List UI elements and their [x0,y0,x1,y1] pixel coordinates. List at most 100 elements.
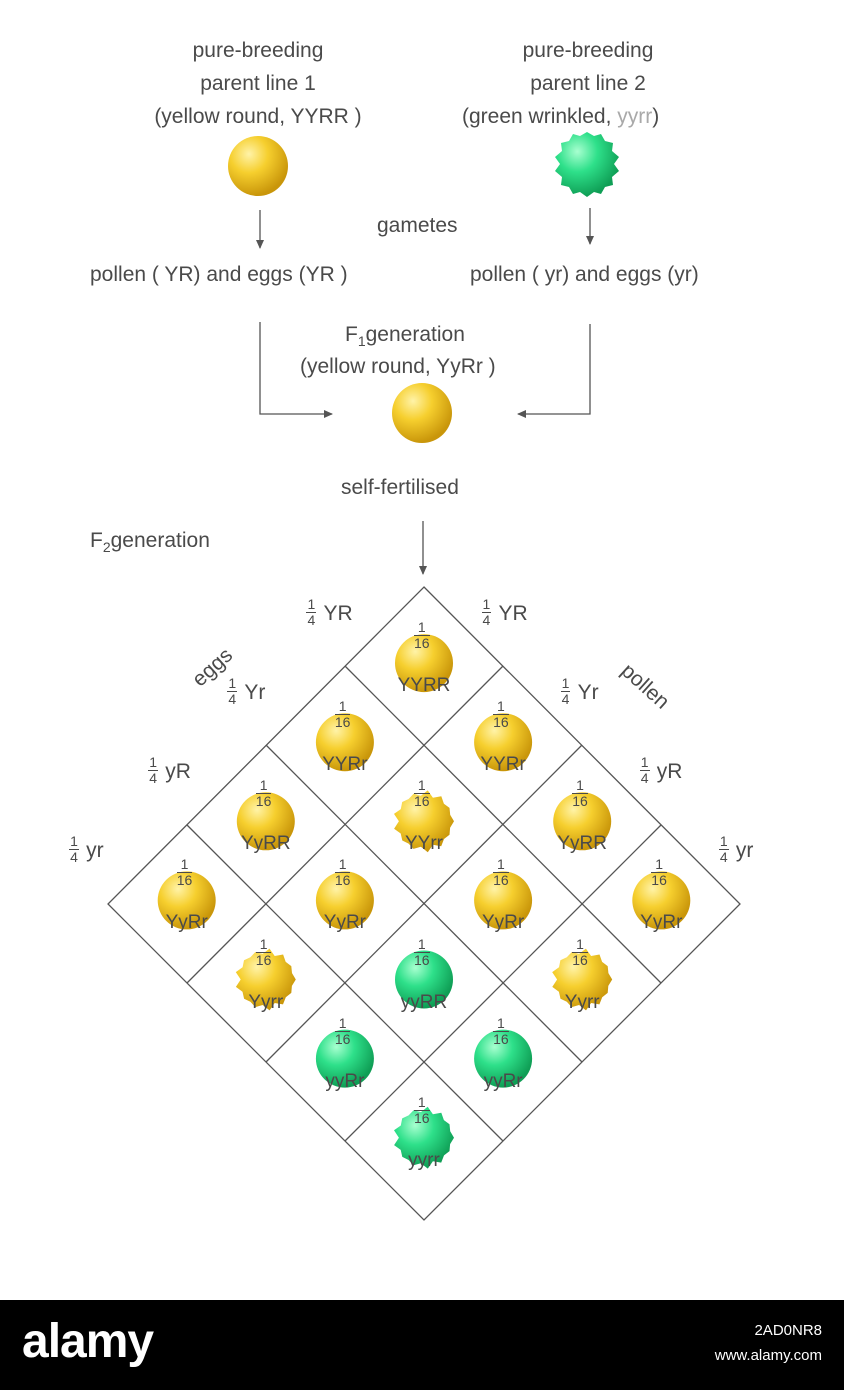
parent2-phenotype: (green wrinkled, yyrr) [462,104,659,130]
gametes-parent1: pollen ( YR) and eggs (YR ) [90,263,348,286]
cell-genotype-0-2: YyRR [557,833,607,855]
cell-genotype-3-1: Yyrr [248,991,284,1013]
cell-genotype-1-1: YYrr [405,833,443,855]
pea-Yyrr-1-3 [552,948,613,1011]
cell-genotype-0-3: YyRr [640,912,683,934]
cell-fraction-1-3-numerator: 1 [572,936,588,953]
cell-genotype-3-3: yyrr [408,1149,440,1171]
cell-fraction-3-0-numerator: 1 [176,857,193,874]
f1-prefix: F [345,323,358,346]
pollen-gamete-2-fraction-denominator: 4 [640,769,649,786]
f2-label: generation [110,529,210,552]
egg-gamete-1-fraction-numerator: 1 [227,674,238,692]
f1-label: generation [365,323,465,346]
parent1-title-1: pure-breeding [192,39,324,62]
cell-genotype-3-0: YyRr [165,912,208,934]
parent2-pea-green-wrinkled [555,132,619,197]
parent2-title-2: parent line 2 [530,72,646,95]
cell-fraction-0-1-numerator: 1 [493,699,509,716]
cell-fraction-3-3-numerator: 1 [414,1094,430,1111]
cell-genotype-2-3: yyRr [483,1070,523,1092]
cell-genotype-2-0: YyRR [240,833,291,855]
parent1-title-2: parent line 1 [200,72,316,95]
pollen-gamete-1-fraction-denominator: 4 [561,690,570,707]
pea-YYrr-1-1 [394,790,454,853]
cell-fraction-3-1-denominator: 16 [255,951,272,968]
cell-fraction-1-1-denominator: 16 [414,793,430,810]
cell-fraction-1-1-numerator: 1 [414,778,430,795]
punnett-grid [107,586,741,1221]
cell-fraction-1-0-denominator: 16 [334,714,351,731]
f1-phenotype: (yellow round, YyRr ) [300,355,496,378]
pea-YyRr-3-0 [157,871,216,930]
diagram-graphics [107,132,741,1221]
pollen-gamete-2-gamete: yR [656,759,683,783]
egg-gamete-0-gamete: YR [323,601,353,625]
egg-gamete-2-fraction-denominator: 4 [149,769,158,786]
f2-subscript: 2 [102,539,111,556]
cell-fraction-1-0-numerator: 1 [334,699,351,716]
cell-fraction-0-1-denominator: 16 [493,714,509,731]
cell-fraction-0-0-numerator: 1 [414,620,430,637]
cell-fraction-2-2-numerator: 1 [414,936,430,953]
cell-fraction-2-1-denominator: 16 [334,872,351,889]
f2-prefix: F [90,529,103,552]
cell-fraction-2-3-numerator: 1 [493,1015,509,1032]
cell-fraction-2-0-denominator: 16 [255,793,272,810]
cell-fraction-3-3-denominator: 16 [414,1109,430,1126]
cell-genotype-2-1: YyRr [323,912,366,934]
egg-gamete-2-fraction-numerator: 1 [148,753,159,771]
pea-yyrr-3-3 [394,1106,454,1169]
cell-genotype-1-3: Yyrr [564,991,600,1013]
cell-genotype-3-2: yyRr [325,1070,365,1092]
pea-yyRR-2-2 [395,950,453,1009]
cell-fraction-0-2-denominator: 16 [572,793,588,810]
cell-fraction-1-3-denominator: 16 [572,951,588,968]
pollen-gamete-0-fraction-denominator: 4 [482,611,491,628]
gametes-parent2: pollen ( yr) and eggs (yr) [470,263,699,286]
cell-fraction-0-3-numerator: 1 [651,857,667,874]
cell-genotype-0-0: YYRR [397,675,451,697]
egg-gamete-3-fraction-denominator: 4 [70,848,78,865]
pea-YYRr-0-1 [474,713,533,772]
pea-YyRr-1-2 [474,871,533,930]
gametes-label: gametes [377,214,458,237]
cell-fraction-1-2-numerator: 1 [493,857,509,874]
parent1-pea-yellow-round [228,136,288,196]
parent2-phenotype-text: (green wrinkled, [462,105,618,128]
cell-fraction-2-3-denominator: 16 [493,1030,509,1047]
cell-fraction-2-1-numerator: 1 [334,857,351,874]
pea-YyRr-0-3 [632,871,691,930]
pea-YYRr-1-0 [315,713,374,772]
egg-gamete-3-gamete: yr [86,838,104,862]
egg-gamete-0-fraction-numerator: 1 [306,595,317,613]
parent1-phenotype: (yellow round, YYRR ) [154,105,362,128]
arrow-left-to-f1 [259,322,333,418]
pollen-gamete-0-gamete: YR [498,601,528,625]
pea-YYRR-0-0 [395,634,453,693]
cell-fraction-0-0-denominator: 16 [414,635,430,652]
cell-fraction-2-2-denominator: 16 [414,951,430,968]
cell-fraction-1-2-denominator: 16 [493,872,509,889]
egg-gamete-1-fraction-denominator: 4 [228,690,237,707]
cell-fraction-0-3-denominator: 16 [651,872,667,889]
parent2-close-paren: ) [652,105,660,128]
cell-fraction-3-2-numerator: 1 [334,1015,351,1032]
